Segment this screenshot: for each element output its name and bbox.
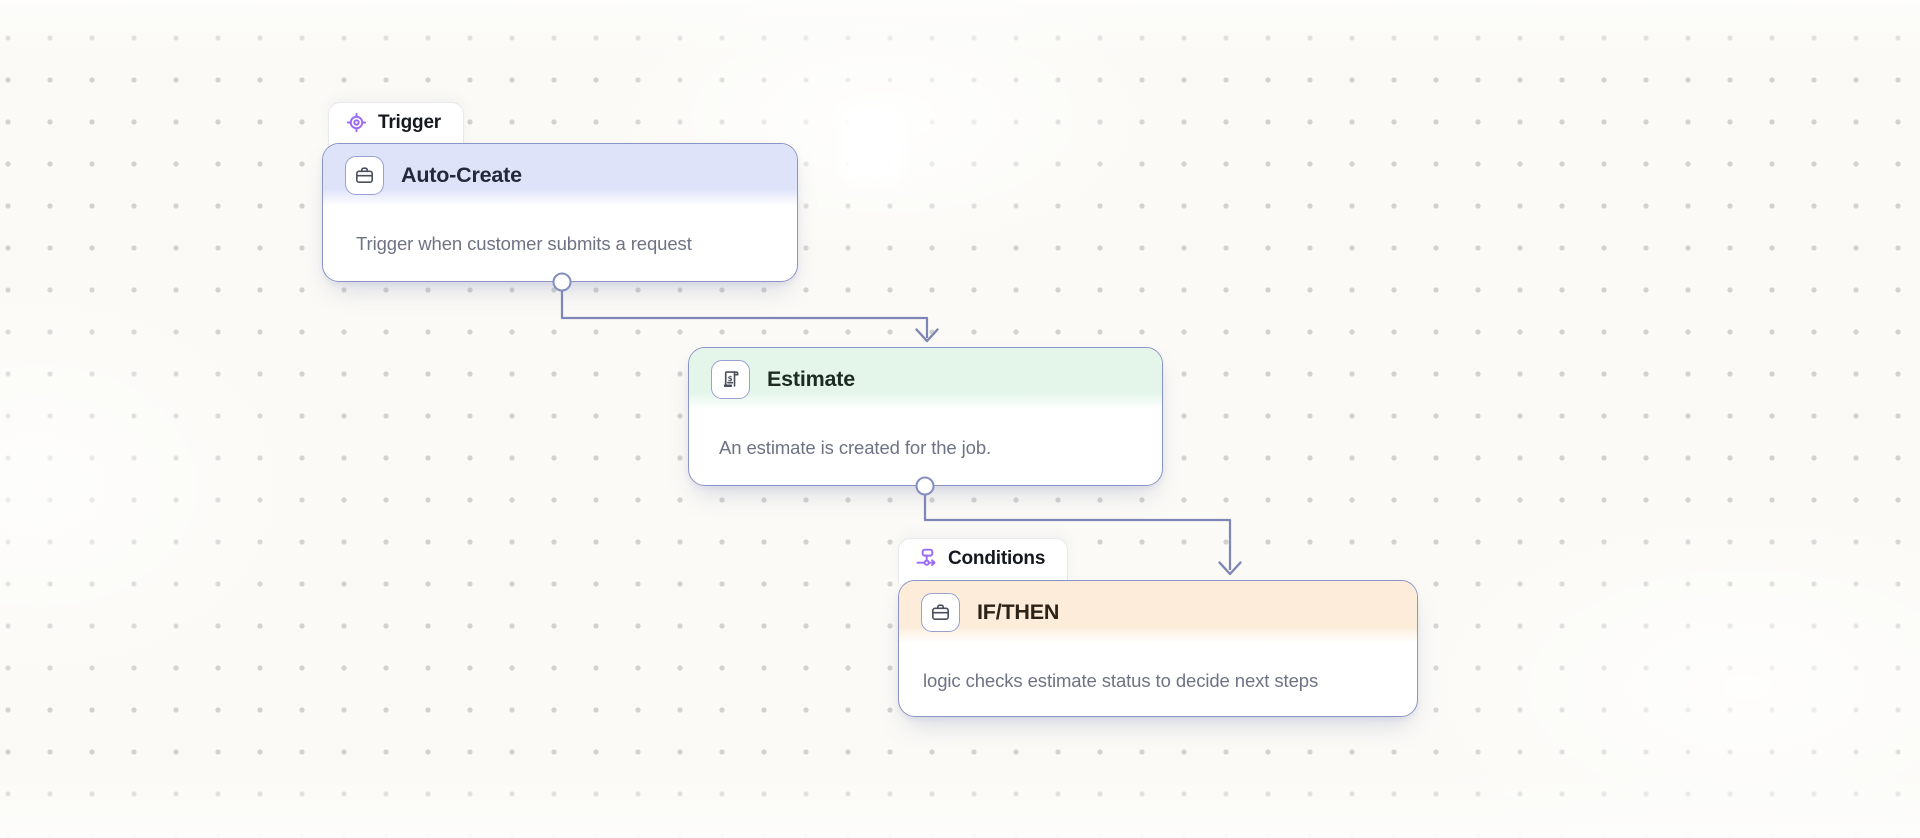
arrowhead-into-ifthen [1218,561,1242,576]
node-title: Auto-Create [401,162,522,187]
node-title: Estimate [767,366,856,391]
node-description: An estimate is created for the job. [719,436,992,458]
output-port-auto-create[interactable] [552,272,572,292]
conditions-badge[interactable]: Conditions [898,538,1069,584]
branch-arrow-icon [916,548,936,567]
node-auto-create[interactable]: Auto-Create Trigger when customer submit… [322,143,798,282]
trigger-badge-label: Trigger [378,111,442,133]
node-description: Trigger when customer submits a request [356,232,692,254]
node-description: logic checks estimate status to decide n… [923,669,1319,691]
node-title: IF/THEN [977,599,1060,624]
node-header: IF/THEN [899,581,1417,643]
target-icon [346,112,367,133]
node-estimate[interactable]: $ Estimate An estimate is created for th… [688,347,1163,486]
canvas-highlight [848,112,898,176]
edge-trigger-to-estimate [560,290,929,338]
output-port-estimate[interactable] [915,476,935,496]
receipt-dollar-icon: $ [711,359,750,399]
node-header: Auto-Create [323,144,797,206]
conditions-badge-label: Conditions [948,547,1046,569]
briefcase-icon [345,155,384,195]
briefcase-icon [921,592,960,632]
arrowhead-into-estimate [915,328,939,343]
node-header: $ Estimate [689,348,1162,410]
node-if-then[interactable]: IF/THEN logic checks estimate status to … [898,580,1418,717]
dollar-glyph: $ [728,373,733,382]
trigger-badge[interactable]: Trigger [328,102,465,148]
